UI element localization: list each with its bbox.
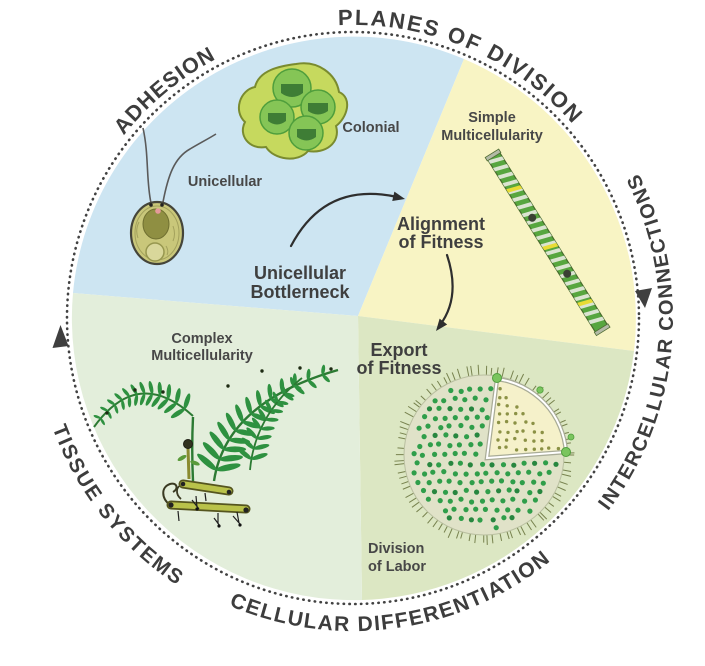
- arrowhead-right-icon: [392, 191, 405, 201]
- cycle-arrow-right-icon: [635, 288, 652, 308]
- unicellular-organism-illustration: [129, 127, 217, 266]
- label-simple-line2: Multicellularity: [441, 128, 543, 144]
- label-division-line1: Division: [368, 541, 424, 557]
- label-export-line1: Export: [370, 340, 427, 360]
- volvox-illustration: [394, 364, 575, 545]
- arrow-bottleneck-to-alignment: [289, 192, 399, 248]
- volvox-interior-cells: [496, 387, 561, 452]
- label-complex-line2: Multicellularity: [151, 348, 253, 364]
- label-bottleneck-line2: Bottlerneck: [250, 282, 350, 302]
- flagellum-right: [162, 133, 217, 203]
- stage-labels: Unicellular Colonial Simple Multicellula…: [151, 110, 543, 575]
- transition-arrows: [289, 192, 454, 327]
- arrow-alignment-to-export: [438, 253, 454, 327]
- label-export-line2: of Fitness: [356, 358, 441, 378]
- label-division-line2: of Labor: [368, 559, 426, 575]
- label-alignment-line2: of Fitness: [398, 232, 483, 252]
- filament-organism-illustration: [484, 148, 611, 337]
- quadrant-tissue-green: [71, 293, 362, 601]
- label-complex-line1: Complex: [171, 331, 232, 347]
- label-bottleneck-line1: Unicellular: [254, 263, 346, 283]
- colonial-organism-illustration: [237, 62, 349, 160]
- label-alignment-line1: Alignment: [397, 214, 485, 234]
- cycle-arrow-left-icon: [52, 325, 69, 348]
- eyespot: [155, 208, 161, 214]
- label-unicellular: Unicellular: [188, 174, 262, 190]
- cycle-dotted-ring: [65, 30, 641, 606]
- label-colonial: Colonial: [342, 120, 399, 136]
- transition-labels: Unicellular Bottlerneck Alignment of Fit…: [250, 214, 485, 378]
- fiddlehead-icon: [162, 482, 178, 506]
- fern-illustration: [93, 364, 339, 528]
- flagellum-left: [142, 127, 152, 204]
- arrowhead-down-icon: [436, 318, 448, 331]
- fern-fronds: [93, 364, 339, 482]
- label-simple-line1: Simple: [468, 110, 516, 126]
